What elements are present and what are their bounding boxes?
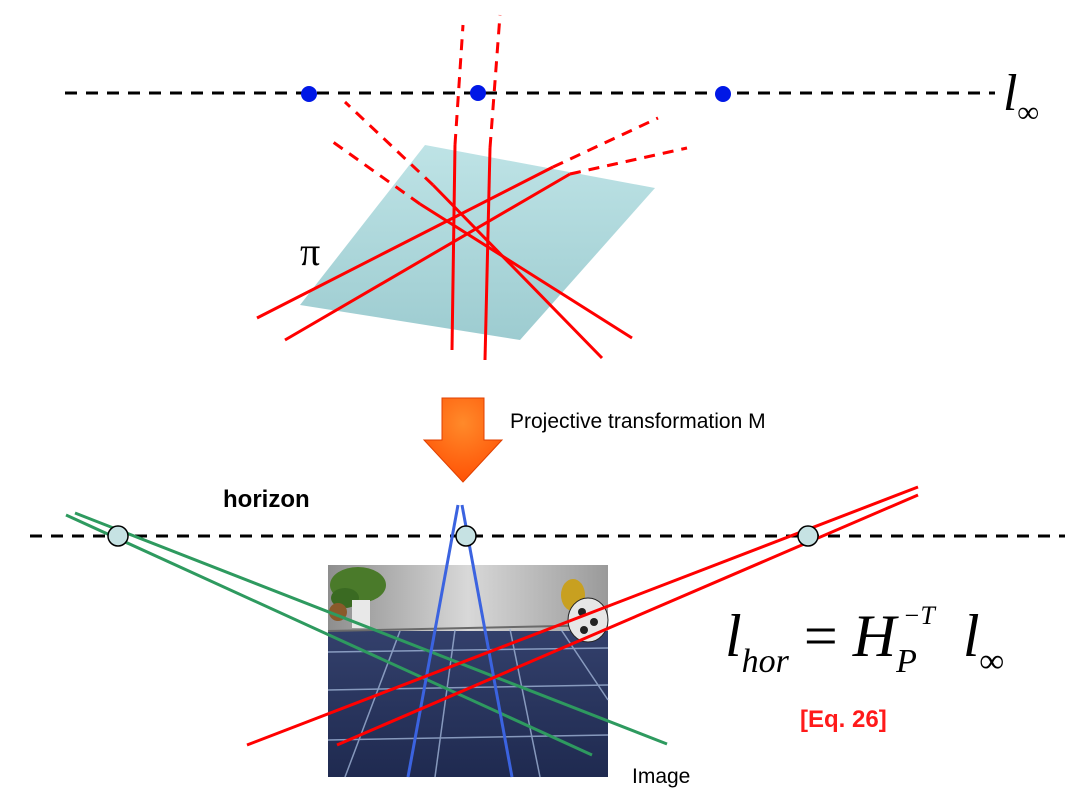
plane-pi bbox=[300, 145, 655, 340]
green-line bbox=[65, 513, 593, 757]
green-lines bbox=[65, 511, 668, 757]
vanishing-points-3d bbox=[301, 85, 731, 102]
line-extensions bbox=[332, 14, 688, 206]
image-caption: Image bbox=[632, 765, 691, 788]
parallel-line bbox=[419, 202, 633, 340]
blue-line bbox=[460, 504, 514, 778]
blue-lines bbox=[406, 504, 514, 778]
parallel-line bbox=[256, 165, 554, 320]
vanishing-point bbox=[107, 525, 129, 547]
vanishing-point bbox=[715, 86, 731, 102]
parallel-line bbox=[483, 147, 492, 361]
vanishing-point bbox=[470, 85, 486, 101]
parallel-lines bbox=[256, 144, 633, 361]
horizon-label: horizon bbox=[223, 486, 310, 513]
plane-label: π bbox=[300, 229, 321, 274]
vanishing-point bbox=[455, 525, 477, 547]
parallel-line bbox=[450, 144, 457, 351]
equation-reference: [Eq. 26] bbox=[800, 706, 887, 733]
blue-line bbox=[406, 504, 460, 778]
room-scene-image bbox=[327, 565, 609, 778]
vanishing-point bbox=[301, 86, 317, 102]
down-arrow-icon bbox=[422, 397, 504, 483]
green-line bbox=[74, 511, 668, 746]
line-at-infinity-label: l∞ bbox=[1003, 65, 1039, 129]
vanishing-points-image bbox=[107, 525, 819, 547]
parallel-line bbox=[284, 172, 571, 342]
red-image-line bbox=[336, 493, 919, 747]
transformation-caption: Projective transformation M bbox=[510, 410, 766, 433]
vanishing-point bbox=[797, 525, 819, 547]
